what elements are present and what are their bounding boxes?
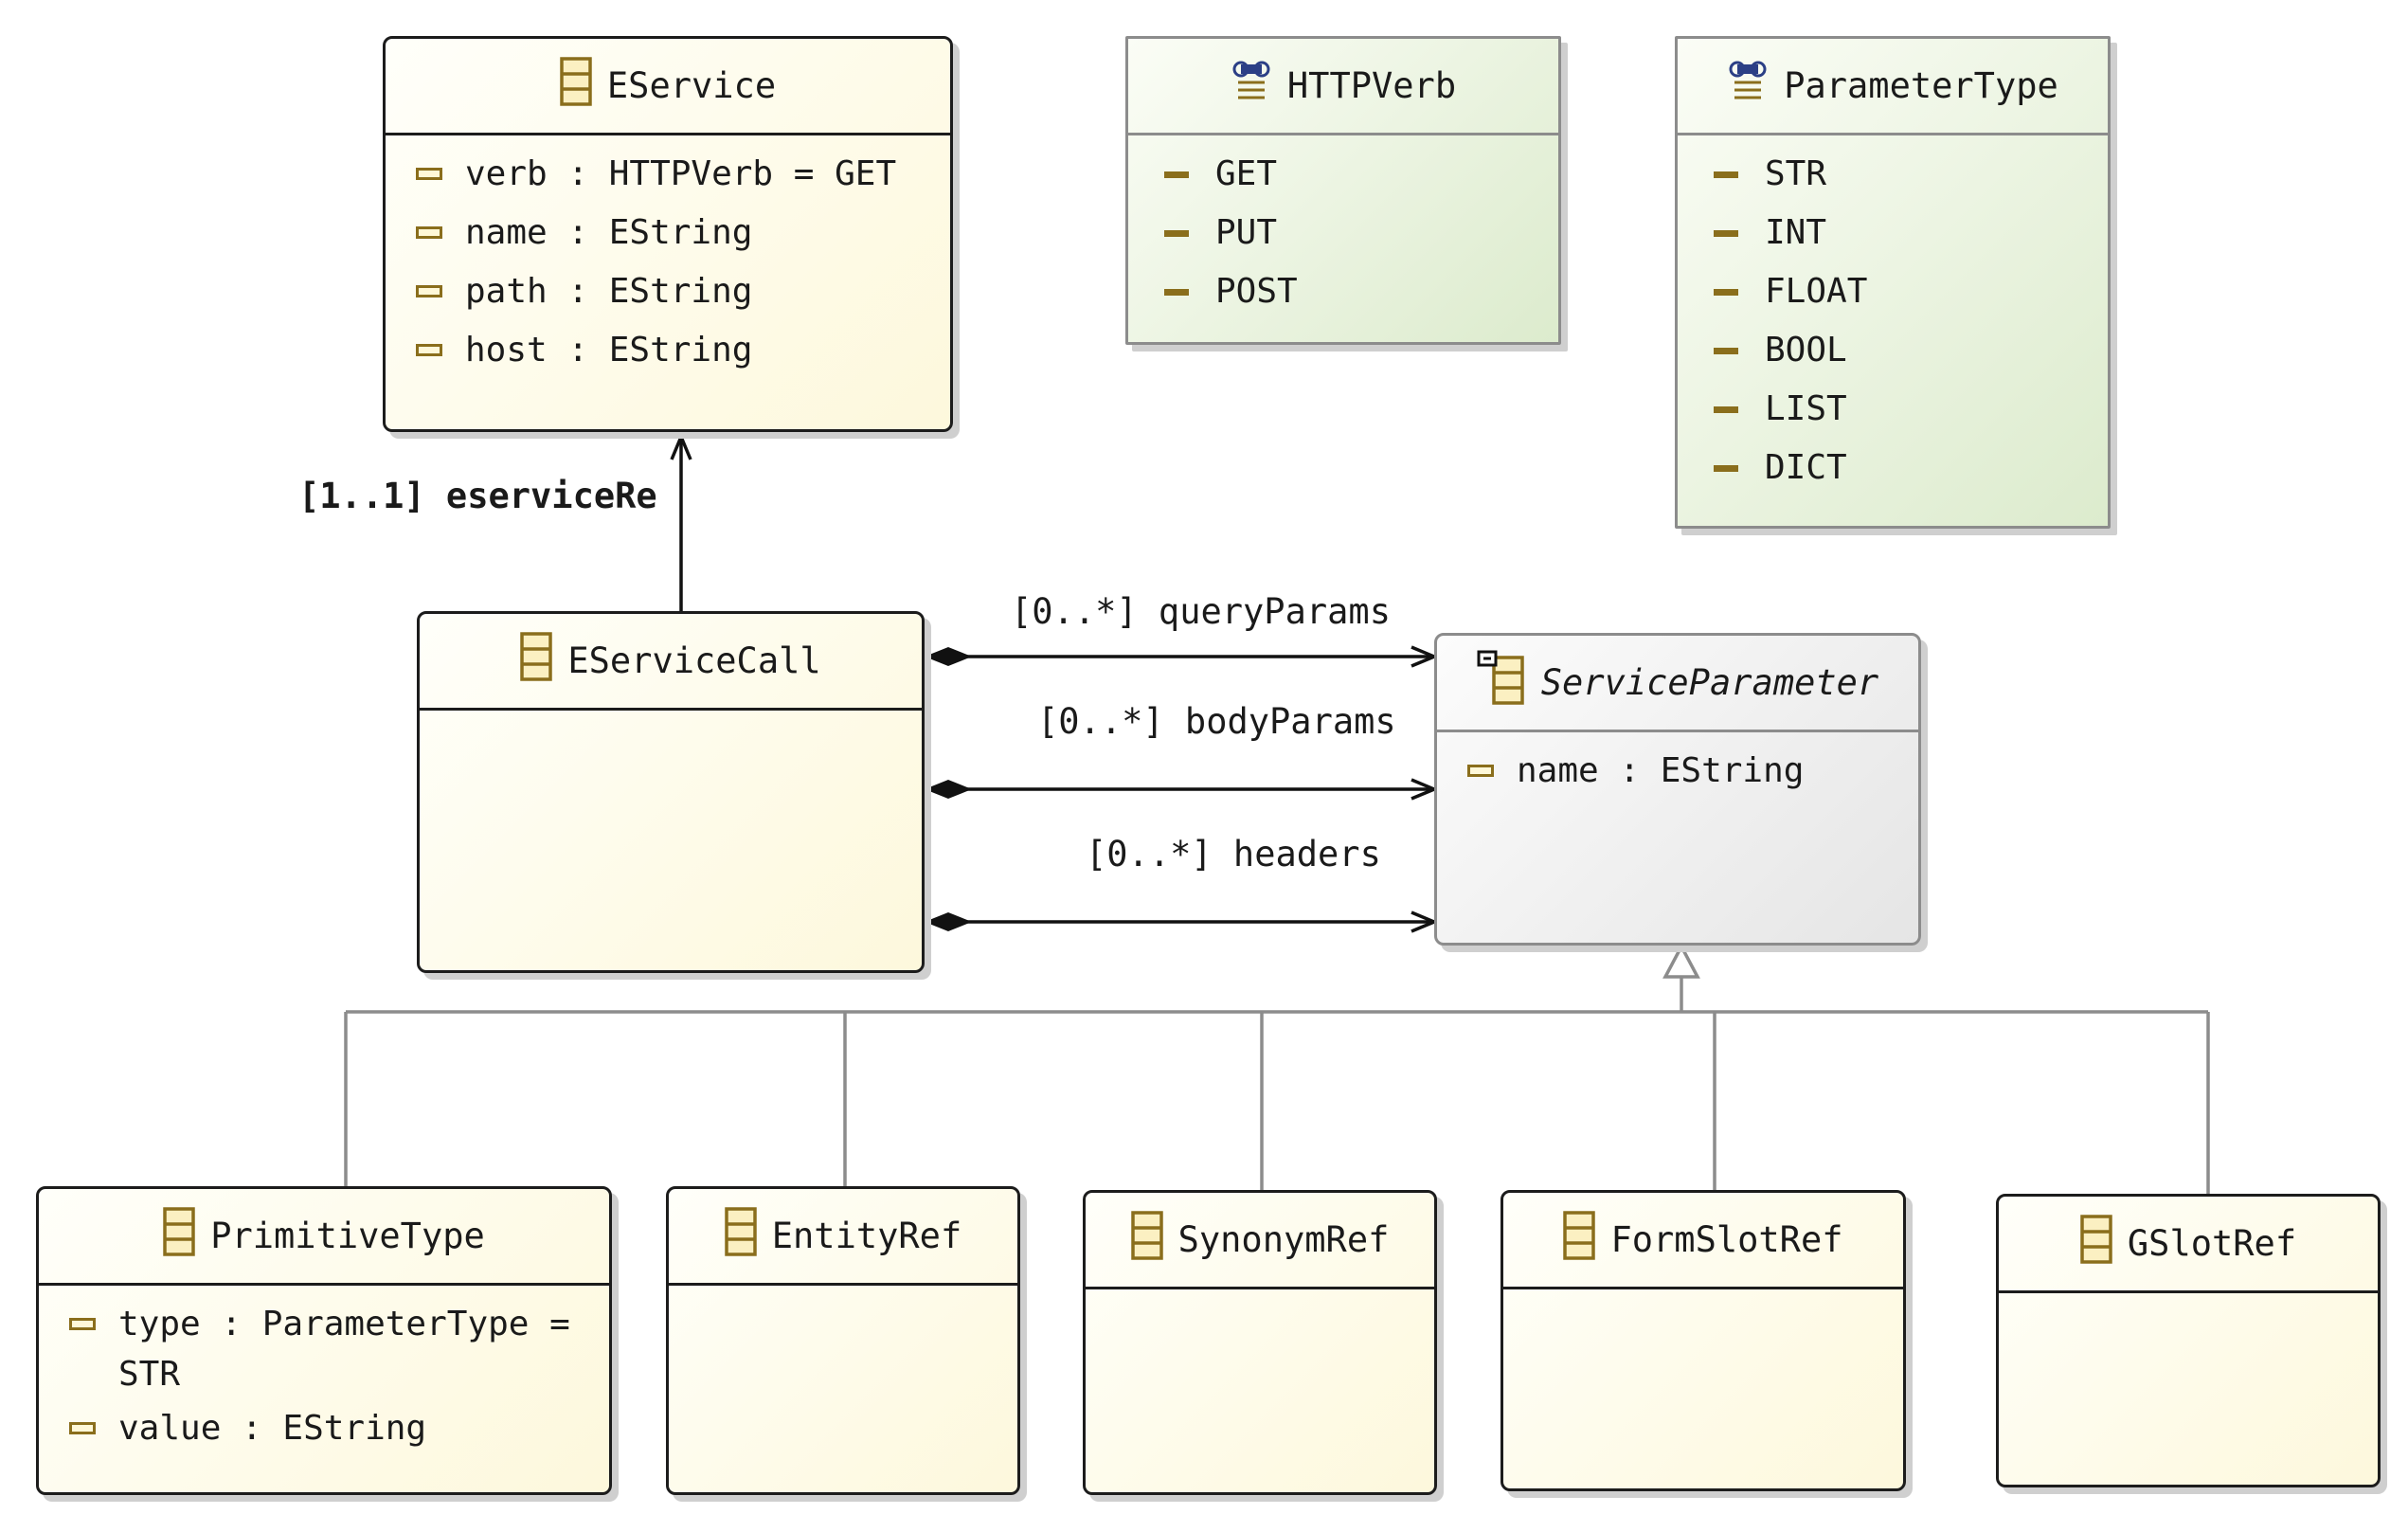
attribute-icon xyxy=(416,226,442,239)
enum-name: ParameterType xyxy=(1784,65,2058,106)
literal-row[interactable]: INT xyxy=(1678,204,2108,262)
generalization-tree xyxy=(344,943,2210,1194)
class-header: EServiceCall xyxy=(420,614,922,711)
class-header: EntityRef xyxy=(669,1189,1017,1286)
attribute-row[interactable]: name : EString xyxy=(1437,742,1918,801)
attribute-list: name : EString xyxy=(1437,732,1918,801)
attribute-list: type : ParameterType = STR value : EStri… xyxy=(39,1286,609,1458)
attribute-row[interactable]: name : EString xyxy=(386,204,950,262)
label-headers: [0..*] headers xyxy=(1086,834,1381,874)
attribute-icon xyxy=(416,285,442,297)
class-serviceparameter[interactable]: ServiceParameter name : EString xyxy=(1434,633,1921,946)
generalization-triangle xyxy=(1662,943,1700,979)
enum-parametertype[interactable]: ParameterType STR INT FLOAT BOOL LIST DI… xyxy=(1675,36,2111,529)
class-name: PrimitiveType xyxy=(210,1216,485,1256)
label-bodyparams: [0..*] bodyParams xyxy=(1037,701,1396,742)
eclass-icon xyxy=(560,57,592,115)
literal-row[interactable]: BOOL xyxy=(1678,321,2108,380)
class-eservicecall[interactable]: EServiceCall xyxy=(417,611,925,973)
literal-icon xyxy=(1714,289,1738,296)
class-name: EService xyxy=(606,65,777,106)
attribute-icon xyxy=(1467,765,1494,777)
literal-list: STR INT FLOAT BOOL LIST DICT xyxy=(1678,135,2108,497)
eclass-icon xyxy=(1563,1211,1596,1269)
class-header: FormSlotRef xyxy=(1503,1193,1903,1289)
literal-row[interactable]: FLOAT xyxy=(1678,262,2108,321)
literal-icon xyxy=(1714,465,1738,472)
literal-row[interactable]: DICT xyxy=(1678,439,2108,497)
attribute-row[interactable]: verb : HTTPVerb = GET xyxy=(386,145,950,204)
class-entityref[interactable]: EntityRef xyxy=(666,1186,1020,1495)
class-name: GSlotRef xyxy=(2127,1223,2297,1264)
class-header: PrimitiveType xyxy=(39,1189,609,1286)
enum-header: HTTPVerb xyxy=(1128,39,1558,135)
attribute-icon xyxy=(69,1422,96,1434)
literal-icon xyxy=(1714,406,1738,413)
eenum-icon xyxy=(1231,60,1272,112)
literal-row[interactable]: LIST xyxy=(1678,380,2108,439)
literal-row[interactable]: PUT xyxy=(1128,204,1558,262)
abstract-eclass-icon xyxy=(1477,650,1526,715)
class-eservice[interactable]: EService verb : HTTPVerb = GET name : ES… xyxy=(383,36,953,432)
literal-list: GET PUT POST xyxy=(1128,135,1558,321)
attribute-icon xyxy=(416,168,442,180)
eclass-icon xyxy=(2080,1215,2112,1272)
literal-icon xyxy=(1164,289,1189,296)
class-name: SynonymRef xyxy=(1177,1219,1390,1260)
eclass-icon xyxy=(1130,1211,1163,1269)
enum-name: HTTPVerb xyxy=(1286,65,1457,106)
attribute-row[interactable]: value : EString xyxy=(39,1399,609,1458)
literal-icon xyxy=(1714,230,1738,237)
class-header: GSlotRef xyxy=(1999,1197,2378,1293)
class-synonymref[interactable]: SynonymRef xyxy=(1083,1190,1437,1495)
literal-icon xyxy=(1714,171,1738,178)
attribute-row[interactable]: type : ParameterType = STR xyxy=(39,1295,609,1399)
attribute-icon xyxy=(416,344,442,356)
class-header: ServiceParameter xyxy=(1437,636,1918,732)
literal-icon xyxy=(1164,230,1189,237)
literal-row[interactable]: STR xyxy=(1678,145,2108,204)
literal-icon xyxy=(1164,171,1189,178)
class-name: FormSlotRef xyxy=(1610,1219,1843,1260)
eenum-icon xyxy=(1727,60,1769,112)
label-eserviceref: [1..1] eserviceRe xyxy=(298,476,657,516)
literal-row[interactable]: POST xyxy=(1128,262,1558,321)
class-formslotref[interactable]: FormSlotRef xyxy=(1501,1190,1906,1491)
literal-row[interactable]: GET xyxy=(1128,145,1558,204)
eclass-icon xyxy=(163,1207,195,1265)
attribute-row[interactable]: path : EString xyxy=(386,262,950,321)
class-name: ServiceParameter xyxy=(1540,662,1879,703)
literal-icon xyxy=(1714,348,1738,354)
class-primitivetype[interactable]: PrimitiveType type : ParameterType = STR… xyxy=(36,1186,612,1495)
label-queryparams: [0..*] queryParams xyxy=(1011,591,1391,632)
eclass-icon xyxy=(520,632,553,690)
class-header: SynonymRef xyxy=(1086,1193,1434,1289)
class-gslotref[interactable]: GSlotRef xyxy=(1996,1194,2381,1487)
class-name: EntityRef xyxy=(771,1216,962,1256)
enum-httpverb[interactable]: HTTPVerb GET PUT POST xyxy=(1125,36,1561,345)
eclass-icon xyxy=(725,1207,757,1265)
class-header: EService xyxy=(386,39,950,135)
attribute-row[interactable]: host : EString xyxy=(386,321,950,380)
attribute-icon xyxy=(69,1318,96,1330)
enum-header: ParameterType xyxy=(1678,39,2108,135)
attribute-list: verb : HTTPVerb = GET name : EString pat… xyxy=(386,135,950,380)
class-name: EServiceCall xyxy=(567,640,821,681)
